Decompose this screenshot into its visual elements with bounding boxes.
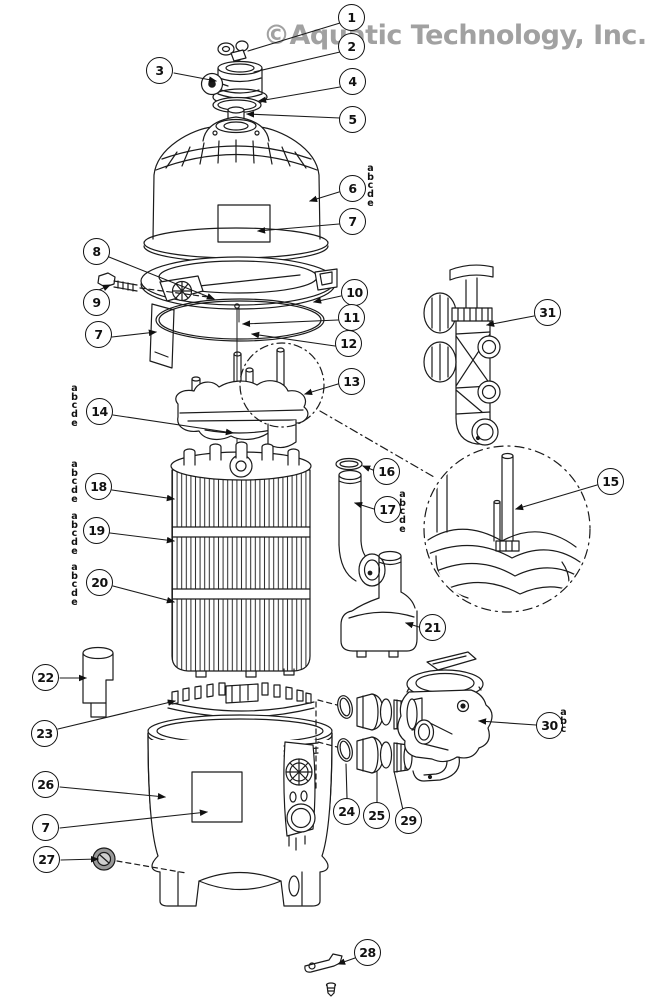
callout-6: 6 bbox=[339, 175, 366, 202]
variants-part17: abcde bbox=[399, 489, 406, 535]
callout-13: 13 bbox=[338, 368, 365, 395]
variants-part6: abcde bbox=[367, 163, 374, 209]
filter-dome bbox=[143, 116, 329, 263]
variants-part19: abcde bbox=[71, 511, 78, 557]
standpipe-oring bbox=[335, 457, 363, 471]
callout-9: 9 bbox=[83, 289, 110, 316]
tank-oring bbox=[155, 298, 325, 342]
variants-part14: abcde bbox=[71, 383, 78, 429]
callout-11: 11 bbox=[338, 304, 365, 331]
vent-fitting bbox=[227, 106, 245, 124]
watermark-text: ©Aquatic Technology, Inc. bbox=[263, 20, 647, 51]
callout-15: 15 bbox=[597, 468, 624, 495]
top-manifold bbox=[175, 342, 435, 478]
variants-part18: abcde bbox=[71, 459, 78, 505]
spanner-wrench bbox=[304, 953, 343, 997]
callout-30: 30 bbox=[536, 712, 563, 739]
callout-22: 22 bbox=[32, 664, 59, 691]
callout-19: 19 bbox=[83, 517, 110, 544]
vent-valve-body bbox=[200, 60, 268, 106]
filter-tank bbox=[147, 714, 333, 907]
callout-5: 5 bbox=[339, 106, 366, 133]
callout-21: 21 bbox=[419, 614, 446, 641]
leader-lines bbox=[57, 22, 598, 965]
callout-31: 31 bbox=[534, 299, 561, 326]
callout-2: 2 bbox=[338, 33, 365, 60]
bottom-grid-support bbox=[167, 682, 315, 718]
callout-25: 25 bbox=[363, 802, 390, 829]
callout-16: 16 bbox=[373, 458, 400, 485]
standpipe bbox=[338, 469, 386, 587]
callout-1: 1 bbox=[338, 4, 365, 31]
callout-27: 27 bbox=[33, 846, 60, 873]
clamp-bolt bbox=[97, 272, 209, 298]
warning-plate bbox=[149, 303, 175, 369]
callout-18: 18 bbox=[85, 473, 112, 500]
callout-17: 17 bbox=[374, 496, 401, 523]
outlet-pipe bbox=[82, 646, 114, 718]
callout-8: 8 bbox=[83, 238, 110, 265]
callout-3: 3 bbox=[146, 57, 173, 84]
tank-label bbox=[191, 771, 243, 823]
callout-26: 26 bbox=[32, 771, 59, 798]
callout-24: 24 bbox=[333, 798, 360, 825]
callout-10: 10 bbox=[341, 279, 368, 306]
callout-12: 12 bbox=[335, 330, 362, 357]
callout-23: 23 bbox=[31, 720, 58, 747]
slide-valve bbox=[423, 264, 501, 446]
grid-assembly bbox=[170, 441, 312, 678]
multiport-valve bbox=[397, 651, 493, 782]
callout-7: 7 bbox=[339, 208, 366, 235]
detail-reference-circle bbox=[239, 342, 325, 428]
callout-14: 14 bbox=[86, 398, 113, 425]
dome-label bbox=[217, 204, 271, 243]
air-bleed-detail bbox=[423, 445, 591, 613]
outlet-elbow bbox=[340, 550, 418, 658]
callout-28: 28 bbox=[354, 939, 381, 966]
variants-part20: abcde bbox=[71, 562, 78, 608]
drain-plug bbox=[92, 847, 187, 874]
callout-7b: 7 bbox=[85, 321, 112, 348]
callout-7c: 7 bbox=[32, 814, 59, 841]
callout-20: 20 bbox=[86, 569, 113, 596]
callout-4: 4 bbox=[339, 68, 366, 95]
variants-part30: abc bbox=[560, 707, 567, 736]
callout-29: 29 bbox=[395, 807, 422, 834]
